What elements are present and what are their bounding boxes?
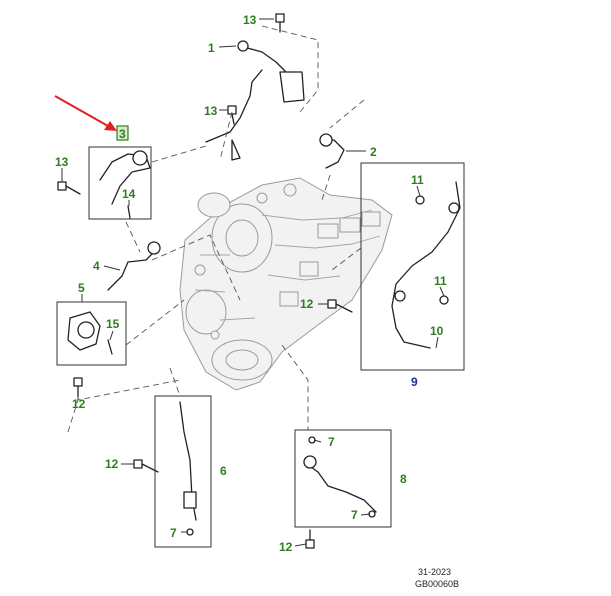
bolt-12-left <box>73 377 83 397</box>
bolt-12-part6 <box>133 459 159 473</box>
clip-7 <box>186 436 376 536</box>
part-9-pipe <box>391 181 461 349</box>
part-2-clamp <box>319 133 333 147</box>
group-box-9 <box>360 162 465 371</box>
callout-1: 1 <box>208 41 215 55</box>
part-9-clamp-lower <box>394 290 406 302</box>
callout-10: 10 <box>430 324 444 338</box>
callout-13-left: 13 <box>55 155 69 169</box>
part-6-bracket <box>183 491 197 509</box>
callout-12-bottom: 12 <box>279 540 293 554</box>
nut-11-lower <box>439 295 449 305</box>
part-3-bracket <box>231 139 241 161</box>
callout-2: 2 <box>370 145 377 159</box>
callout-5: 5 <box>78 281 85 295</box>
part-4-clamp <box>147 241 161 255</box>
callout-14: 14 <box>122 187 136 201</box>
callout-11-upper: 11 <box>411 173 424 187</box>
bolt-13-left <box>57 181 81 195</box>
callout-3: 3 <box>119 127 126 141</box>
bolt-14 <box>127 205 131 219</box>
part-4-hose <box>107 247 159 291</box>
footer-date: 31-2023 <box>418 567 451 577</box>
bolt-13-top <box>275 13 285 33</box>
callout-6: 6 <box>220 464 227 478</box>
part-3-clamp <box>132 150 148 166</box>
callout-7-part6: 7 <box>170 526 177 540</box>
highlight-arrow <box>54 95 117 131</box>
part-8-hose <box>303 461 377 513</box>
part-1-bracket <box>279 71 305 103</box>
dashed-relation-lines <box>67 25 365 433</box>
nut-11-upper <box>415 195 425 205</box>
callout-12-middle: 12 <box>300 297 314 311</box>
part-8-clamp <box>303 455 317 469</box>
part-3-hose <box>99 153 151 205</box>
callout-9: 9 <box>411 375 418 389</box>
footer-code: GB00060B <box>415 579 459 589</box>
callout-12-left: 12 <box>72 397 86 411</box>
callout-8: 8 <box>400 472 407 486</box>
part-5-clamp <box>77 321 95 339</box>
part-9-clamp-upper <box>448 202 460 214</box>
callout-13-top: 13 <box>243 13 257 27</box>
callout-11-lower: 11 <box>434 274 447 288</box>
callout-7-part8: 7 <box>328 435 335 449</box>
engine-assembly <box>179 177 393 391</box>
bolt-15 <box>107 339 113 355</box>
callout-15: 15 <box>106 317 120 331</box>
group-box-3 <box>88 146 152 220</box>
callout-12-part6: 12 <box>105 457 119 471</box>
callout-7-hose: 7 <box>351 508 358 522</box>
group-box-6 <box>154 395 212 548</box>
leader-lines <box>61 18 445 547</box>
callout-13-middle: 13 <box>204 104 218 118</box>
group-box-5 <box>56 301 127 366</box>
callout-4: 4 <box>93 259 100 273</box>
group-box-8 <box>294 429 392 528</box>
bolt-12-bottom <box>305 529 315 549</box>
highlight-box-callout-3 <box>116 125 129 141</box>
part-1-connector <box>237 40 249 52</box>
